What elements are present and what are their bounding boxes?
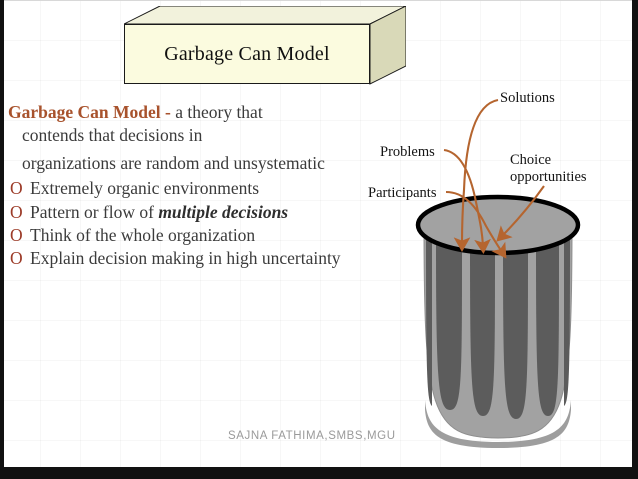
slide-border-left: [0, 0, 4, 479]
label-problems: Problems: [380, 144, 435, 160]
author-credit: SAJNA FATHIMA,SMBS,MGU: [228, 430, 396, 442]
label-choice-line1: Choice: [510, 152, 552, 168]
list-item-label: Think of the whole organization: [30, 225, 256, 246]
label-participants: Participants: [368, 185, 437, 201]
list-item: O Explain decision making in high uncerta…: [8, 247, 356, 269]
justified-paragraph: organizations are random and unsystemati…: [22, 152, 325, 173]
slide-border-bottom: [0, 467, 638, 479]
slide-border-right: [632, 0, 638, 479]
list-item: O Pattern or flow of multiple decisions: [8, 201, 356, 223]
list-item: O Think of the whole organization: [8, 224, 356, 246]
label-choice-line2: opportunities: [510, 169, 587, 186]
label-solutions: Solutions: [500, 90, 555, 106]
lead-strong-term: Garbage Can Model -: [8, 102, 171, 122]
title-box: Garbage Can Model: [124, 6, 406, 88]
body-content: Garbage Can Model - a theory that conten…: [8, 101, 356, 271]
circle-bullet-icon: O: [10, 248, 23, 269]
bullet-list: O Extremely organic environments O Pattern…: [8, 177, 356, 270]
list-item: O Extremely organic environments: [8, 177, 356, 199]
lead-paragraph: Garbage Can Model - a theory that conten…: [8, 101, 356, 147]
label-choice-opportunities: Choice opportunities: [510, 152, 587, 186]
garbage-can-icon: [415, 194, 581, 448]
list-item-emphasis: multiple decisions: [158, 201, 289, 222]
title-box-face: Garbage Can Model: [124, 24, 370, 84]
list-item-label: Extremely organic environments: [30, 178, 260, 199]
title-text: Garbage Can Model: [164, 42, 330, 65]
lead-rest-text: a theory that: [170, 102, 263, 122]
garbage-can-diagram: Solutions Problems Participants Choice o…: [358, 80, 638, 470]
circle-bullet-icon: O: [10, 201, 23, 222]
lead-second-line: contends that decisions in: [22, 124, 203, 145]
list-item-label: Explain decision making in high uncertai…: [30, 248, 341, 269]
list-item-label: Pattern or flow of: [30, 201, 159, 222]
circle-bullet-icon: O: [10, 178, 23, 199]
circle-bullet-icon: O: [10, 225, 23, 246]
slide-border-top: [0, 0, 638, 1]
